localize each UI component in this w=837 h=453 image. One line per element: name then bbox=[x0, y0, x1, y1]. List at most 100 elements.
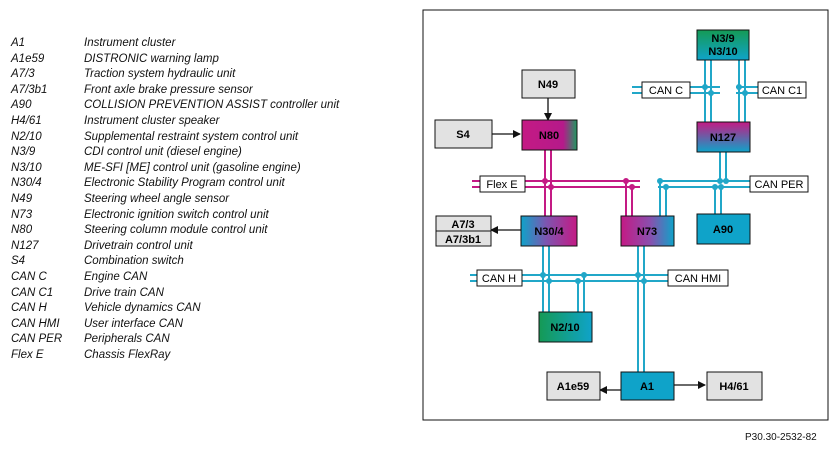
bus-flex-e-text: Flex E bbox=[486, 179, 517, 191]
legend-description: User interface CAN bbox=[84, 317, 184, 330]
legend-code: Flex E bbox=[11, 348, 44, 361]
legend-item: Flex E Chassis FlexRay bbox=[11, 348, 339, 364]
legend-item: A7/3b1 Front axle brake pressure sensor bbox=[11, 83, 339, 99]
legend-description: Combination switch bbox=[84, 255, 184, 268]
legend-code: A90 bbox=[11, 99, 32, 112]
legend-code: A7/3b1 bbox=[11, 83, 48, 96]
node-n73: N73 bbox=[620, 215, 675, 247]
node-a7-3b1: A7/3b1 bbox=[435, 230, 492, 247]
node-n80-label: N80 bbox=[539, 130, 559, 142]
legend-item: N3/10 ME-SFI [ME] control unit (gasoline … bbox=[11, 161, 339, 177]
legend-description: COLLISION PREVENTION ASSIST controller u… bbox=[84, 99, 340, 112]
node-n127-label: N127 bbox=[710, 132, 736, 144]
node-a1: A1 bbox=[620, 371, 675, 401]
legend-item: N49 Steering wheel angle sensor bbox=[11, 192, 339, 208]
node-a7-3-label: A7/3 bbox=[451, 219, 474, 231]
legend-description: Engine CAN bbox=[84, 270, 148, 283]
node-n30-4-label: N30/4 bbox=[534, 226, 564, 238]
node-n3-10-label: N3/10 bbox=[708, 46, 737, 58]
bus-label-can-per: CAN PER bbox=[749, 175, 809, 193]
legend-description: Steering column module control unit bbox=[84, 224, 268, 237]
node-s4-label: S4 bbox=[456, 129, 470, 141]
legend-item: H4/61 Instrument cluster speaker bbox=[11, 114, 339, 130]
legend-description: Instrument cluster speaker bbox=[84, 114, 220, 127]
legend-description: Chassis FlexRay bbox=[84, 348, 171, 361]
document-code: P30.30-2532-82 bbox=[745, 432, 817, 443]
node-n2-10: N2/10 bbox=[538, 311, 593, 343]
node-a7-3b1-label: A7/3b1 bbox=[445, 234, 481, 246]
legend-description: Front axle brake pressure sensor bbox=[84, 83, 253, 96]
bus-can-c1-text: CAN C1 bbox=[762, 85, 802, 97]
legend-description: Electronic ignition switch control unit bbox=[84, 208, 269, 221]
legend-description: DISTRONIC warning lamp bbox=[84, 52, 219, 65]
signal-arrows bbox=[490, 98, 706, 394]
node-a90: A90 bbox=[696, 213, 751, 245]
bus-can-h-text: CAN H bbox=[482, 273, 516, 285]
legend-code: CAN C bbox=[11, 270, 47, 283]
legend-code: A1 bbox=[11, 37, 26, 49]
legend-code: CAN H bbox=[11, 302, 47, 315]
node-n30-4: N30/4 bbox=[520, 215, 578, 247]
legend-code: H4/61 bbox=[11, 114, 42, 127]
node-n49: N49 bbox=[521, 69, 576, 99]
legend-code: N2/10 bbox=[11, 130, 42, 143]
legend-description: Electronic Stability Program control uni… bbox=[84, 177, 285, 190]
legend-code: CAN HMI bbox=[11, 317, 60, 330]
legend-code: N49 bbox=[11, 192, 33, 205]
legend-item: N30/4 Electronic Stability Program contro… bbox=[11, 176, 339, 192]
legend-code: N73 bbox=[11, 208, 33, 221]
legend-item: A7/3 Traction system hydraulic unit bbox=[11, 67, 339, 83]
legend-code: N127 bbox=[11, 239, 39, 252]
legend-item: N127 Drivetrain control unit bbox=[11, 239, 339, 255]
legend-code: CAN C1 bbox=[11, 286, 54, 299]
node-h4-61: H4/61 bbox=[706, 371, 763, 401]
bus-label-flex-e: Flex E bbox=[479, 175, 526, 193]
legend-item: N73 Electronic ignition switch control un… bbox=[11, 208, 339, 224]
bus-label-can-c1: CAN C1 bbox=[757, 81, 807, 99]
legend-code: S4 bbox=[11, 255, 26, 268]
node-a7-3: A7/3 bbox=[435, 215, 492, 232]
legend-code: N3/10 bbox=[11, 161, 42, 174]
bus-can-c-text: CAN C bbox=[649, 85, 683, 97]
legend-item: CAN C Engine CAN bbox=[11, 270, 339, 286]
legend-description: Supplemental restraint system control un… bbox=[84, 130, 299, 143]
node-n49-label: N49 bbox=[538, 79, 558, 91]
legend-code: CAN PER bbox=[11, 333, 63, 346]
legend-item: CAN HMI User interface CAN bbox=[11, 317, 339, 333]
bus-label-can-c: CAN C bbox=[641, 81, 691, 99]
bus-label-can-h: CAN H bbox=[476, 269, 523, 287]
node-n3-9-n3-10: N3/9 N3/10 bbox=[696, 29, 750, 61]
junction-dots bbox=[540, 84, 748, 284]
node-h4-61-label: H4/61 bbox=[719, 381, 748, 393]
node-n3-9-label: N3/9 bbox=[711, 33, 734, 45]
legend-description: Steering wheel angle sensor bbox=[84, 192, 230, 205]
node-n2-10-label: N2/10 bbox=[550, 322, 579, 334]
node-a1e59: A1e59 bbox=[546, 371, 601, 401]
legend-description: Peripherals CAN bbox=[84, 333, 170, 346]
bus-can-hmi-text: CAN HMI bbox=[675, 273, 721, 285]
legend-description: Drivetrain control unit bbox=[84, 239, 193, 252]
node-a1-label: A1 bbox=[640, 381, 654, 393]
node-n73-label: N73 bbox=[637, 226, 657, 238]
legend-code: N30/4 bbox=[11, 177, 42, 190]
legend-code: N3/9 bbox=[11, 146, 36, 159]
legend-item: A1 Instrument cluster bbox=[11, 36, 339, 52]
bus-can-per-text: CAN PER bbox=[755, 179, 804, 191]
legend-code: A7/3 bbox=[11, 68, 35, 81]
legend-item: S4 Combination switch bbox=[11, 254, 339, 270]
node-a1e59-label: A1e59 bbox=[557, 381, 589, 393]
legend-item: CAN PER Peripherals CAN bbox=[11, 332, 339, 348]
legend-description: Traction system hydraulic unit bbox=[84, 68, 236, 81]
legend-description: ME-SFI [ME] control unit (gasoline engin… bbox=[84, 161, 301, 174]
flex-junction-dots bbox=[542, 178, 635, 190]
legend-description: Instrument cluster bbox=[84, 37, 176, 49]
node-n127: N127 bbox=[696, 121, 751, 153]
node-a90-label: A90 bbox=[713, 224, 733, 236]
